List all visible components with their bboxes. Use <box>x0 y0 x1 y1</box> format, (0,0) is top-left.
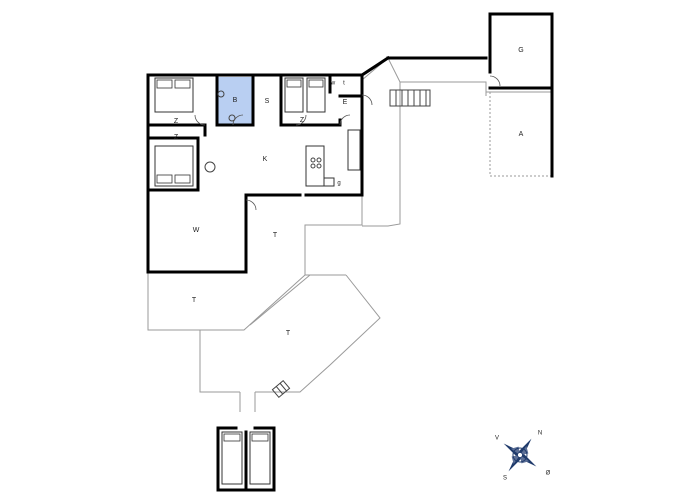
kitchen-fixtures <box>204 90 361 187</box>
room-label-t-left: T <box>192 297 197 304</box>
room-label-z-mid: Z <box>300 117 305 124</box>
stairs <box>389 89 431 107</box>
house-walls <box>146 55 488 274</box>
terrace-step <box>271 379 291 399</box>
room-label-t-small: t <box>343 81 345 87</box>
room-label-g-garage: G <box>518 47 523 54</box>
beds <box>154 77 326 485</box>
room-label-b: B <box>233 97 238 104</box>
compass-label-v: V <box>495 436 499 442</box>
compass-label-o: Ø <box>546 471 551 477</box>
room-label-e: E <box>343 99 348 106</box>
room-label-s: S <box>265 98 270 105</box>
cabin-walls <box>216 426 276 492</box>
compass-star-icon <box>503 438 537 472</box>
room-label-w-small: w <box>330 81 336 87</box>
door-swings <box>194 75 501 211</box>
room-label-t-right: T <box>273 232 278 239</box>
compass-label-n: N <box>538 431 542 437</box>
compass-label-s: S <box>503 476 507 482</box>
garage-walls <box>488 12 554 178</box>
room-label-z-top: Z <box>174 118 179 125</box>
compass-rose: N V Ø S <box>495 431 551 482</box>
room-label-w-living: W <box>193 227 200 234</box>
room-label-a-annex: A <box>519 131 524 138</box>
room-label-z-left: Z <box>174 134 179 141</box>
room-label-k: K <box>263 156 268 163</box>
terrace-outlines <box>147 57 552 412</box>
room-label-g-kitchen: g <box>337 181 340 187</box>
room-label-t-terrace: T <box>286 330 291 337</box>
